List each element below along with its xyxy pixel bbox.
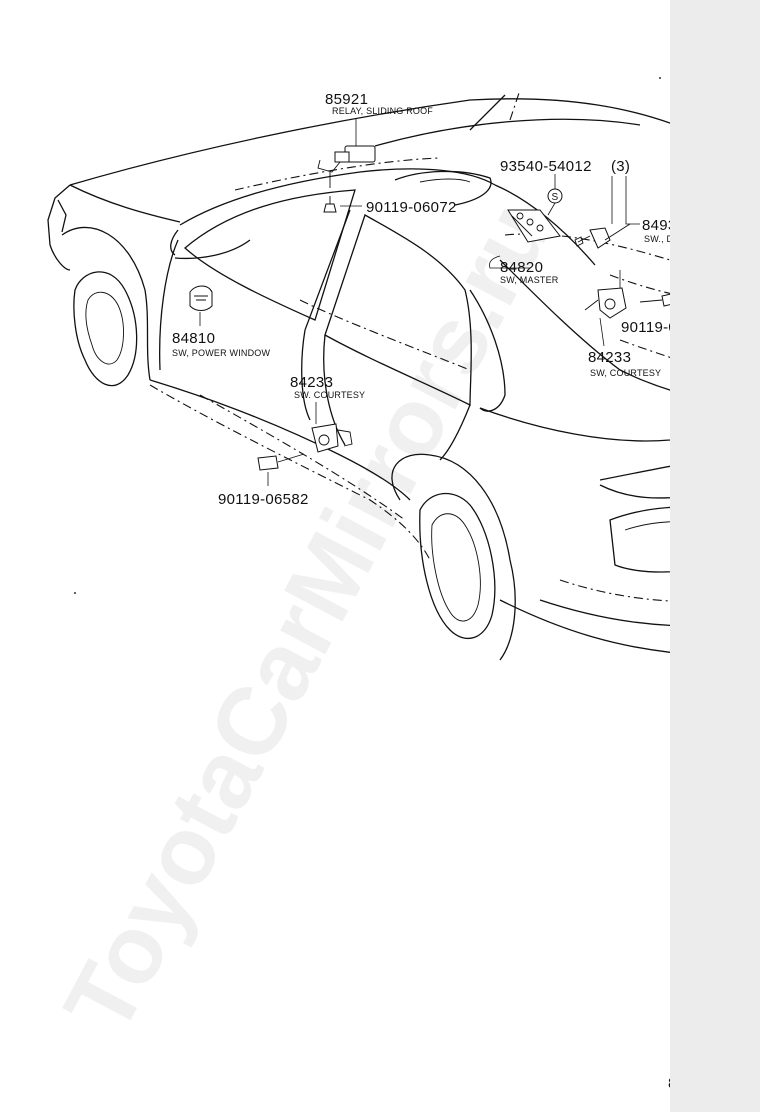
- label-door-control-number: 84931B: [642, 217, 670, 234]
- label-courtesy-front-desc: SW. COURTESY: [294, 390, 365, 400]
- label-master-desc: SW, MASTER: [500, 275, 559, 285]
- label-screw-qty: (3): [611, 158, 630, 175]
- courtesy-switch-rear-part: [584, 287, 627, 319]
- door-control-switch-part: [574, 223, 631, 249]
- label-courtesy-rear-desc: SW, COURTESY: [590, 368, 661, 378]
- power-window-switch-part: [189, 285, 213, 311]
- label-master-number: 84820: [500, 259, 543, 276]
- diagram-canvas: ToyotaCarMirrors.ru: [44, 77, 670, 1092]
- courtesy-switch-front-part: [311, 423, 353, 453]
- label-bolt-rear-number: 90119-06582: [621, 319, 670, 336]
- bolt-90119-06582-front-part: [257, 453, 305, 471]
- bolt-90119-06582-rear-part: [639, 293, 670, 307]
- label-courtesy-rear-number: 84233: [588, 349, 631, 366]
- label-courtesy-front-number: 84233: [290, 374, 333, 391]
- label-power-window-desc: SW, POWER WINDOW: [172, 348, 270, 358]
- watermark: ToyotaCarMirrors.ru: [44, 186, 571, 1049]
- part-labels: 85921 RELAY, SLIDING ROOF 90119-06072 93…: [172, 91, 670, 508]
- label-bolt-front-number: 90119-06582: [218, 491, 309, 508]
- svg-text:S: S: [552, 192, 559, 203]
- label-bolt-top-number: 90119-06072: [366, 199, 457, 216]
- relay-sliding-roof-part: [317, 145, 376, 188]
- right-margin-panel: [670, 0, 760, 1112]
- label-screw-number: 93540-54012: [500, 158, 592, 175]
- car-parts-diagram: ToyotaCarMirrors.ru: [44, 77, 670, 1092]
- screw-marker-icon: S: [547, 188, 563, 204]
- label-door-control-desc: SW., DOOR CONTRO: [644, 234, 670, 244]
- car-body: [47, 89, 670, 661]
- label-power-window-number: 84810: [172, 330, 215, 347]
- leader-lines: [199, 118, 640, 486]
- master-switch-part: [507, 209, 561, 243]
- label-relay-desc: RELAY, SLIDING ROOF: [332, 106, 433, 116]
- diagram-id: 840652: [668, 1075, 670, 1092]
- label-relay-number: 85921: [325, 91, 368, 108]
- bolt-90119-06072-part: [323, 196, 337, 213]
